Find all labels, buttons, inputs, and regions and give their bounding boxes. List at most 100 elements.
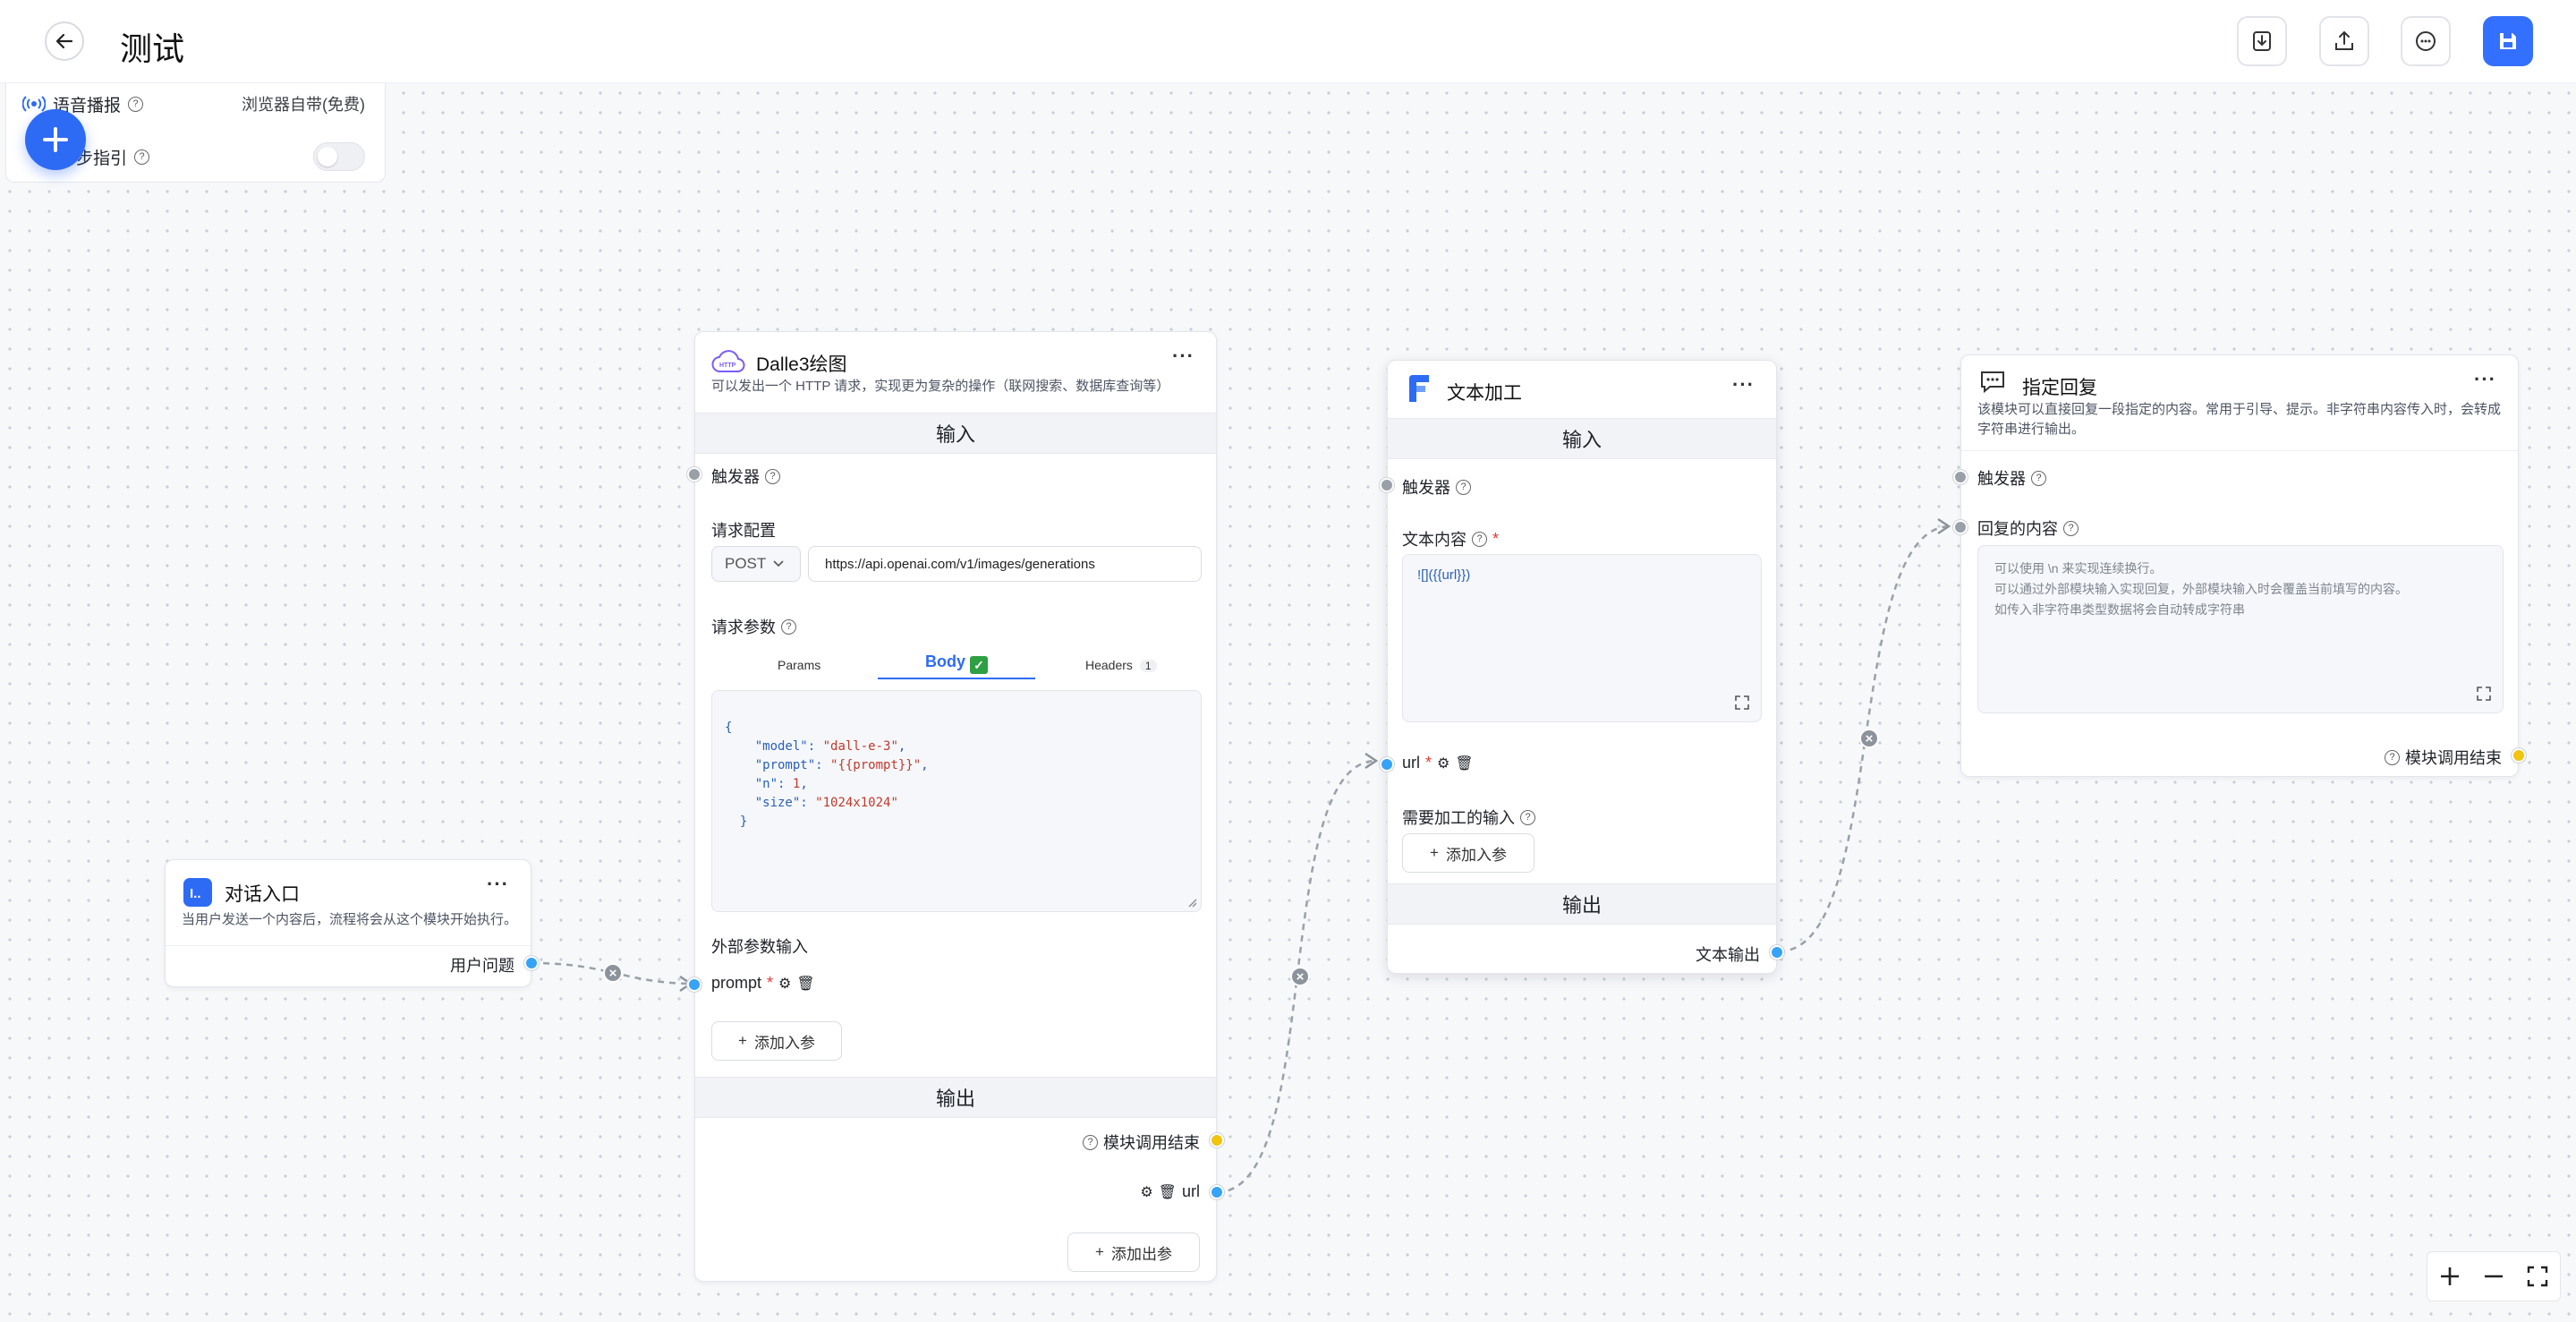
plus-icon: + [1095,1243,1104,1260]
svg-text:I..: I.. [190,886,201,901]
trash-icon[interactable]: 🗑 [1158,1184,1177,1200]
text-output-handle[interactable] [1770,945,1784,960]
prompt-input-handle[interactable] [687,977,701,992]
zoom-controls [2427,1251,2561,1301]
check-icon: ✓ [970,656,988,674]
output-handle[interactable] [524,956,539,970]
method-select[interactable]: POST [711,546,801,582]
reply-icon [1981,371,2004,394]
trigger-handle[interactable] [1953,470,1968,484]
expand-icon[interactable] [1734,695,1750,711]
finish-handle[interactable] [2512,748,2526,763]
tab-headers[interactable]: Headers 1 [1085,658,1157,672]
edge-delete-button[interactable]: × [1290,967,1310,986]
url-input-handle[interactable] [1380,757,1394,772]
save-icon [2500,33,2516,49]
help-icon: ? [1520,809,1535,825]
tab-body[interactable]: Body ✓ [878,652,1035,679]
url-output-label: ⚙ 🗑 url [1140,1182,1200,1200]
entry-icon: I.. [183,878,212,907]
back-button[interactable] [45,21,84,61]
more-icon[interactable]: ··· [1172,345,1194,367]
trash-icon[interactable]: 🗑 [1455,755,1474,772]
header-bar: 测试 [0,0,2576,83]
output-section-header: 输出 [695,1077,1216,1118]
export-icon [2335,30,2353,50]
finish-handle[interactable] [1210,1133,1224,1147]
output-section-header: 输出 [1388,883,1776,925]
more-icon[interactable]: ··· [1732,373,1755,396]
chat-test-button[interactable] [2401,16,2451,66]
request-params-label: 请求参数? [711,615,796,638]
guide-toggle[interactable] [313,142,365,171]
plus-icon: + [1430,844,1439,861]
export-button[interactable] [2319,16,2369,66]
body-json-editor[interactable]: { "model": "dall-e-3", "prompt": "{{prom… [711,690,1202,912]
save-button[interactable] [2483,16,2533,66]
node-http-dalle3[interactable]: HTTP Dalle3绘图 ··· 可以发出一个 HTTP 请求，实现更为复杂的… [687,331,1224,1282]
gear-icon[interactable]: ⚙ [1437,755,1450,772]
chat-icon [2416,31,2436,51]
gear-icon[interactable]: ⚙ [778,976,792,992]
url-input[interactable]: https://api.openai.com/v1/images/generat… [808,546,1202,582]
trigger-handle[interactable] [687,467,701,482]
http-icon: HTTP [711,350,745,372]
node-chat-entry[interactable]: I.. 对话入口 ··· 当用户发送一个内容后，流程将会从这个模块开始执行。 用… [165,859,539,987]
gear-icon[interactable]: ⚙ [1140,1184,1153,1200]
content-label: 文本内容?* [1402,529,1500,550]
plus-icon [43,127,68,152]
tab-params[interactable]: Params [778,658,821,672]
json-code: { "model": "dall-e-3", "prompt": "{{prom… [725,721,929,829]
guide-setting-row: 步指引 ? [76,143,150,170]
guide-label: 步指引 [76,149,128,168]
reply-content-label: 回复的内容? [1977,516,2079,540]
page-title: 测试 [120,30,185,67]
add-module-button[interactable] [25,109,86,170]
more-icon[interactable]: ··· [487,873,509,895]
help-icon: ? [2385,749,2400,765]
url-param: url* ⚙ 🗑 [1402,754,1474,772]
voice-value[interactable]: 浏览器自带(免费) [242,96,365,114]
trigger-label: 触发器? [1402,475,1471,499]
trigger-label: 触发器? [1977,466,2046,490]
zoom-in-icon[interactable] [2438,1265,2461,1288]
text-process-icon [1409,375,1429,402]
expand-icon[interactable] [2476,686,2492,702]
edge-text-to-reply [1778,525,1951,953]
edge-delete-button[interactable]: × [603,963,623,983]
edge-delete-button[interactable]: × [1859,729,1879,748]
add-output-button[interactable]: +添加出参 [1067,1232,1200,1272]
node-description: 可以发出一个 HTTP 请求，实现更为复杂的操作（联网搜索、数据库查询等） [711,379,1170,394]
node-title: 指定回复 [2022,378,2097,398]
trigger-label: 触发器? [711,465,780,488]
help-icon: ? [781,618,796,635]
import-icon [2253,31,2271,51]
zoom-out-icon[interactable] [2482,1265,2505,1288]
reply-content-handle[interactable] [1953,520,1968,534]
resize-handle-icon[interactable] [1186,897,1197,908]
trash-icon[interactable]: 🗑 [796,976,815,992]
trigger-handle[interactable] [1380,478,1394,492]
node-title: 文本加工 [1447,383,1522,404]
import-button[interactable] [2237,16,2287,66]
text-output-label: 文本输出 [1696,946,1760,964]
broadcast-icon [22,96,46,112]
content-textarea[interactable]: ![]({{url}}) [1402,554,1762,722]
process-input-label: 需要加工的输入? [1402,806,1535,829]
fit-view-icon[interactable] [2526,1265,2549,1288]
more-icon[interactable]: ··· [2474,368,2496,390]
url-output-handle[interactable] [1210,1185,1224,1199]
node-title: Dalle3绘图 [756,354,847,375]
prompt-param: prompt* ⚙ 🗑 [711,974,815,992]
help-icon: ? [765,468,780,484]
plus-icon: + [738,1032,747,1049]
node-specified-reply[interactable]: 指定回复 ··· 该模块可以直接回复一段指定的内容。常用于引导、提示。非字符串内… [1953,354,2526,777]
help-icon: ? [1456,479,1471,495]
reply-content-textarea[interactable]: 可以使用 \n 来实现连续换行。 可以通过外部模块输入实现回复，外部模块输入时会… [1977,545,2504,713]
add-input-button[interactable]: +添加入参 [1402,833,1535,873]
input-section-header: 输入 [1388,418,1776,459]
help-icon: ? [134,149,150,165]
voice-setting-row[interactable]: 语音播报 ? [22,90,144,117]
add-input-button[interactable]: +添加入参 [711,1021,842,1061]
node-text-process[interactable]: 文本加工 ··· 输入 触发器? 文本内容?* ![]({{url}}) url… [1380,360,1784,974]
